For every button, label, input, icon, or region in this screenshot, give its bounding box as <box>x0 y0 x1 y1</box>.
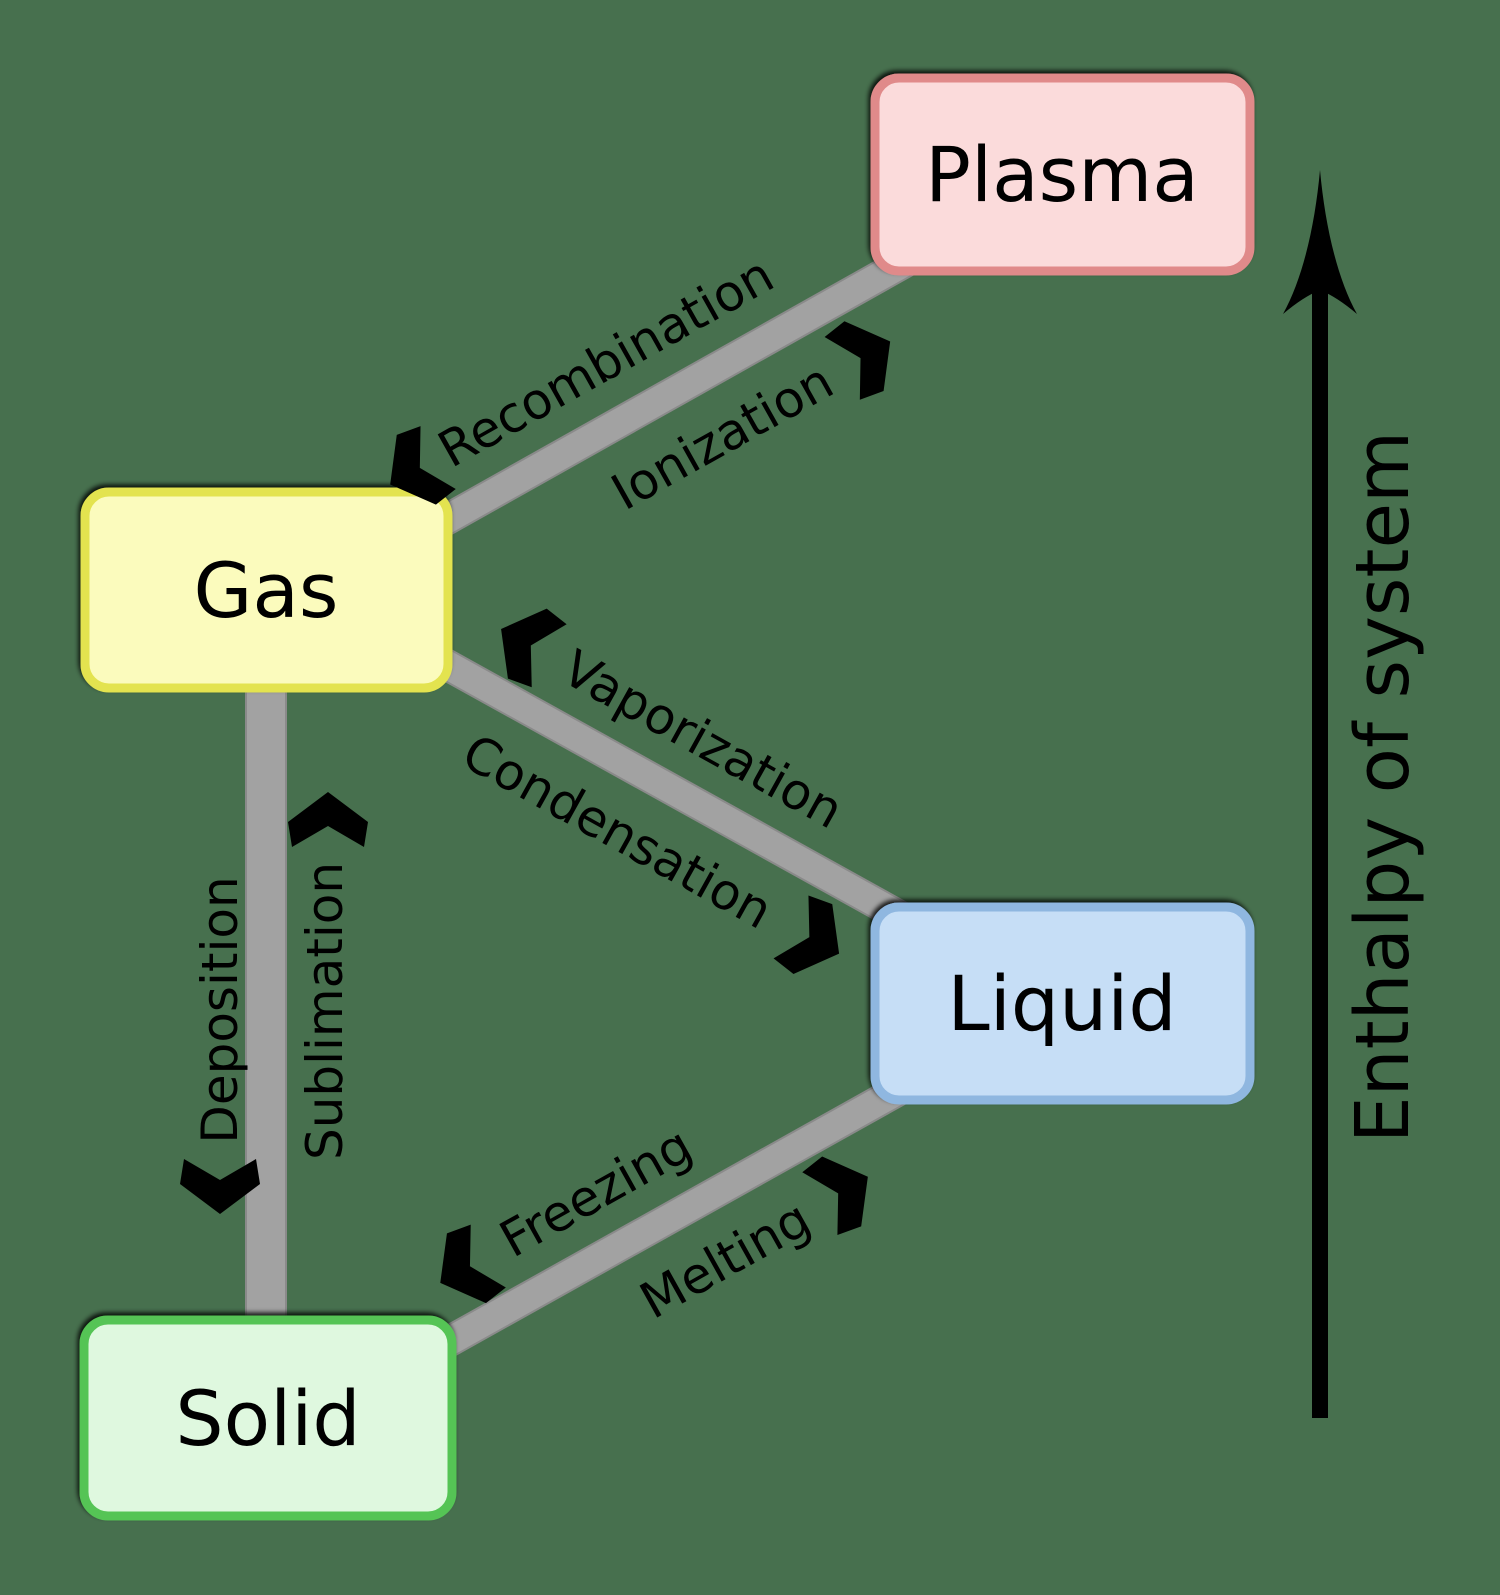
state-boxes: Plasma Gas Liquid Solid <box>79 73 1255 1521</box>
transition-label-sublimation: Sublimation <box>296 862 354 1160</box>
state-label-gas: Gas <box>193 546 338 635</box>
state-label-plasma: Plasma <box>925 130 1199 219</box>
state-label-liquid: Liquid <box>947 959 1176 1048</box>
enthalpy-axis: Enthalpy of system <box>1283 170 1426 1418</box>
state-box-liquid <box>870 902 1255 1105</box>
transition-label-deposition: Deposition <box>191 876 249 1143</box>
state-box-solid <box>79 1315 457 1521</box>
axis-label-enthalpy: Enthalpy of system <box>1340 431 1426 1143</box>
labels-gas-solid: Deposition Sublimation <box>180 792 368 1214</box>
arrow-up-icon <box>1283 170 1357 314</box>
state-box-gas <box>80 487 453 693</box>
state-label-solid: Solid <box>175 1374 360 1463</box>
state-box-plasma <box>870 73 1255 276</box>
axis-line <box>1312 288 1328 1418</box>
